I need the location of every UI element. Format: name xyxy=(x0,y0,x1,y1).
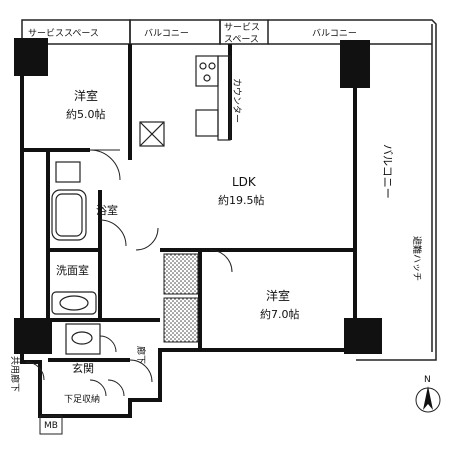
column xyxy=(14,318,52,354)
label-entrance: 玄関 xyxy=(72,361,94,375)
label-common-corridor: 共用廊下 xyxy=(9,356,21,392)
label-ldk: LDK xyxy=(232,175,257,189)
column xyxy=(14,38,48,76)
label-balcony-right: バルコニー xyxy=(381,144,394,199)
label-evacuation-ladder: 避難ハッチ xyxy=(411,236,423,281)
label-balcony-top-right: バルコニー xyxy=(312,28,357,39)
label-corridor: 廊下 xyxy=(135,346,147,364)
label-service-space-top: サービススペース xyxy=(28,28,99,39)
label-service-space-mid2: スペース xyxy=(224,35,259,45)
mb-box xyxy=(39,415,63,435)
storage-hatch xyxy=(163,253,199,295)
north-arrow xyxy=(415,386,441,413)
door-swings xyxy=(25,149,233,397)
label-north: N xyxy=(424,375,431,385)
label-mb: MB xyxy=(44,421,58,431)
bath-fixtures xyxy=(51,161,101,355)
label-balcony-top-left: バルコニー xyxy=(144,28,189,39)
label-bath: 浴室 xyxy=(96,203,118,217)
label-western-room-2-size: 約7.0帖 xyxy=(260,307,300,321)
label-shoe-box: 下足収納 xyxy=(64,393,100,405)
kitchen-fixtures xyxy=(139,55,231,147)
label-counter: カウンター xyxy=(231,78,242,123)
structural-columns xyxy=(14,38,382,354)
label-western-room-1-size: 約5.0帖 xyxy=(66,107,106,121)
label-ldk-size: 約19.5帖 xyxy=(218,193,265,207)
balcony-outlines xyxy=(21,19,437,361)
column xyxy=(340,40,370,88)
label-washroom: 洗面室 xyxy=(56,263,89,277)
label-western-room-1: 洋室 xyxy=(74,88,98,103)
label-western-room-2: 洋室 xyxy=(266,288,290,303)
storage-hatch xyxy=(163,297,199,343)
walls xyxy=(20,44,357,418)
column xyxy=(344,318,382,354)
label-service-space-mid: サービス xyxy=(224,22,260,33)
